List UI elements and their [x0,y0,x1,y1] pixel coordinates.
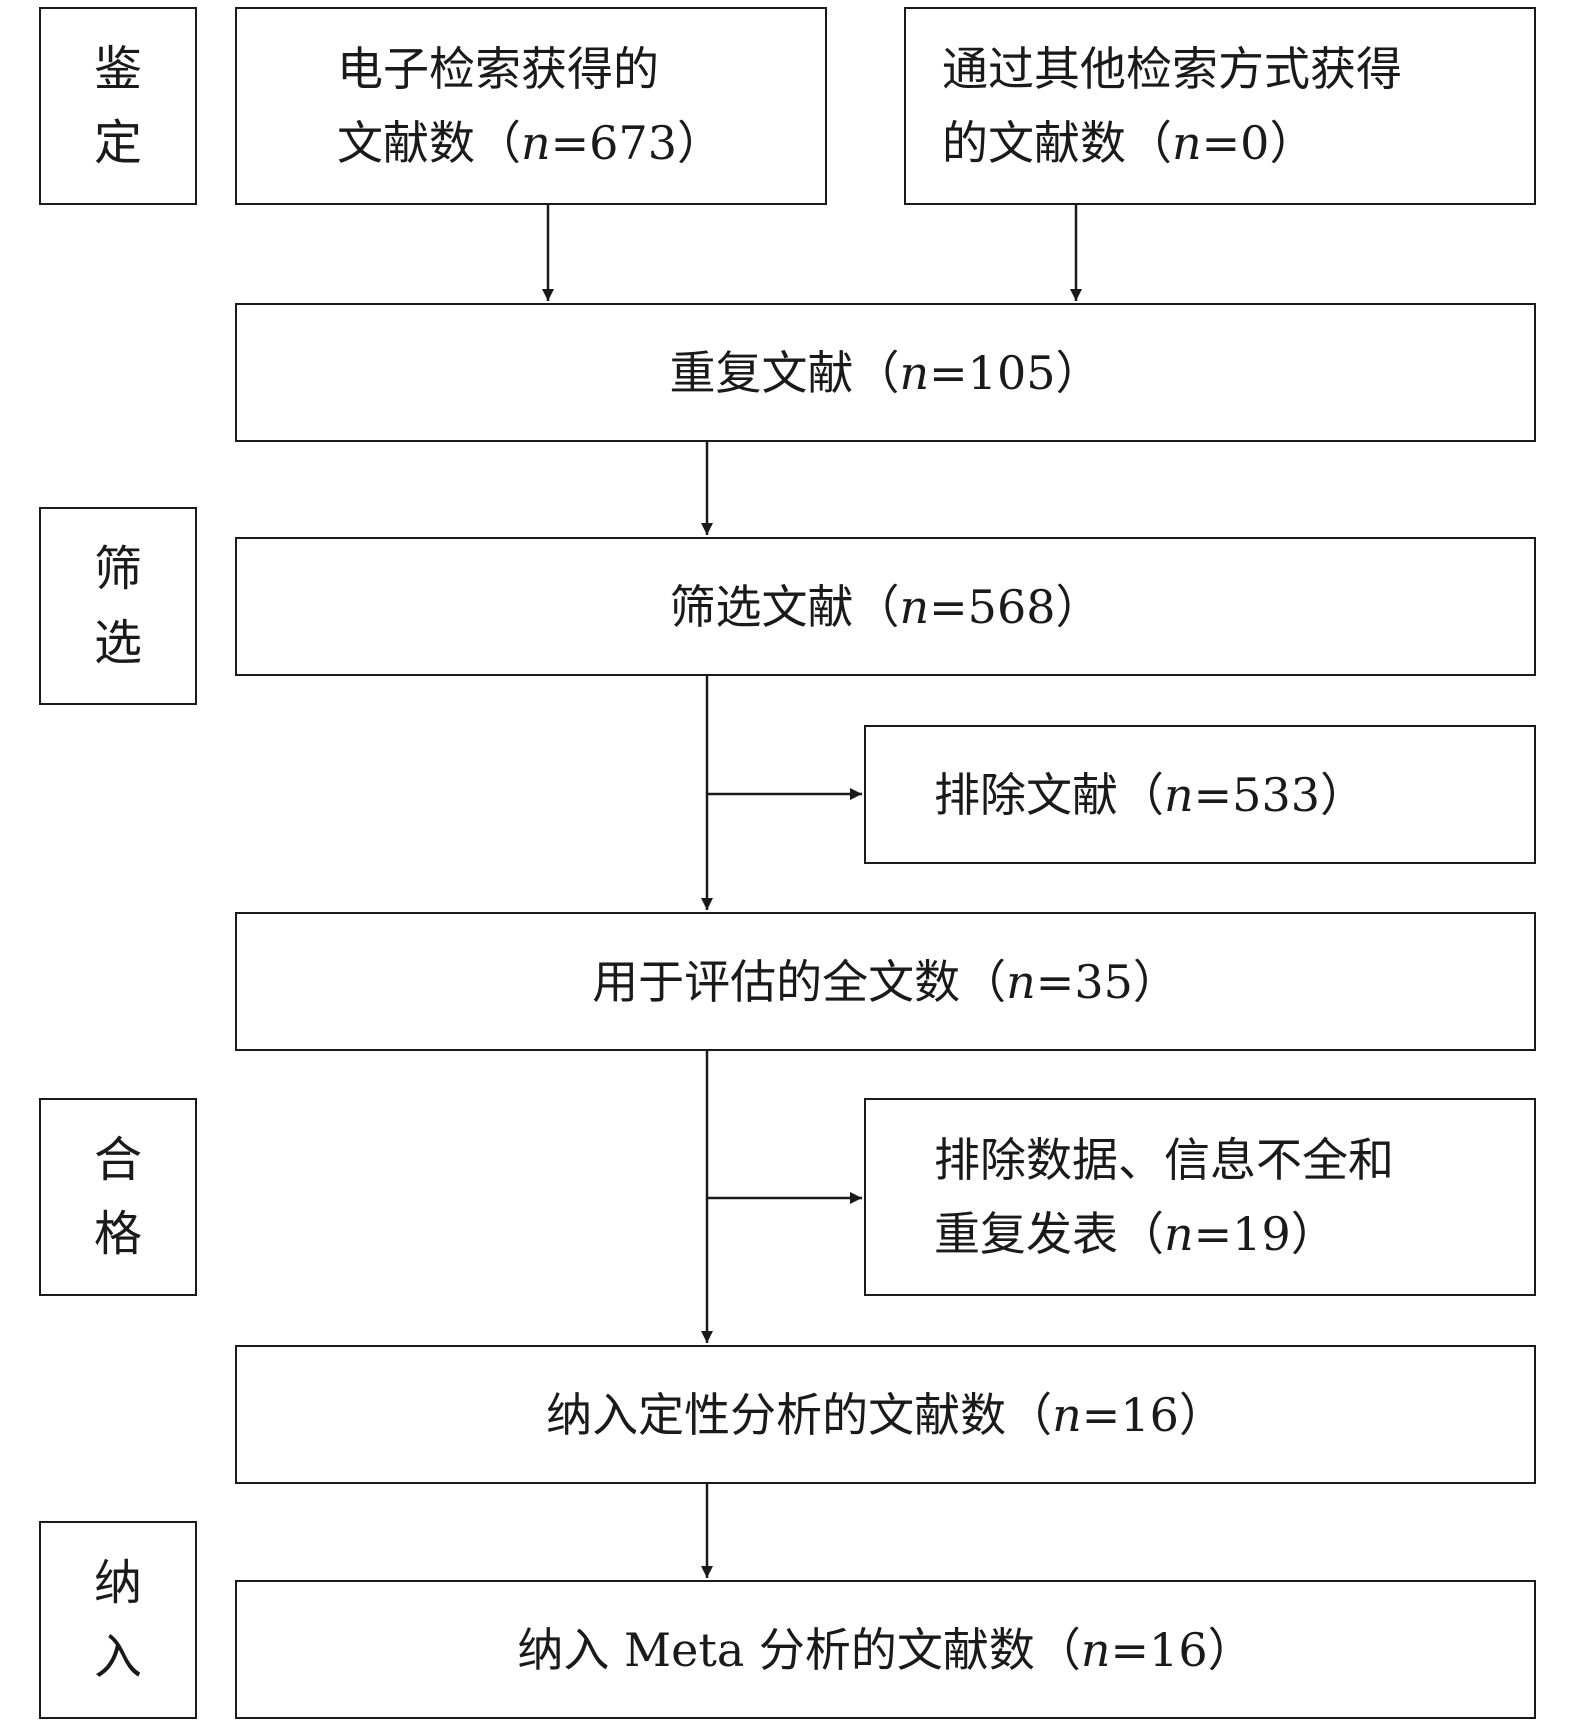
node-meta-suffix: ） [1207,1622,1254,1677]
stage-eligibility-label: 合格 [93,1132,142,1262]
node-excluded-fulltext-text: 排除数据、信息不全和 重复发表（n=19） [934,1123,1394,1271]
node-meta-text: 纳入 Meta 分析的文献数（n=16） [517,1613,1253,1687]
node-excluded-screen-value: =533 [1193,767,1320,822]
node-duplicates-suffix: ） [1055,345,1102,400]
node-excluded-fulltext: 排除数据、信息不全和 重复发表（n=19） [864,1098,1536,1296]
node-other-search-prefix: 的文献数（ [942,116,1172,170]
node-excluded-fulltext-value: =19 [1193,1207,1291,1261]
node-electronic-search: 电子检索获得的 文献数（n=673） [235,7,827,205]
stage-eligibility: 合格 [39,1098,197,1296]
stage-screening-label: 筛选 [93,541,142,671]
node-electronic-search-value: =673 [550,116,677,170]
node-excluded-fulltext-suffix: ） [1290,1207,1337,1261]
node-duplicates: 重复文献（n=105） [235,303,1536,442]
node-screened-n: n [899,579,930,634]
node-excluded-screen-prefix: 排除文献（ [934,767,1164,822]
stage-identification-label: 鉴定 [93,41,142,171]
node-other-search-value: =0 [1201,116,1270,170]
node-duplicates-prefix: 重复文献（ [669,345,900,400]
node-electronic-search-suffix: ） [676,116,723,170]
node-duplicates-n: n [899,345,930,400]
node-fulltext: 用于评估的全文数（n=35） [235,912,1536,1051]
node-other-search-n: n [1172,116,1202,170]
node-fulltext-text: 用于评估的全文数（n=35） [592,945,1179,1019]
node-other-search-line1: 通过其他检索方式获得 [942,42,1402,96]
node-other-search-line2: 的文献数（n=0） [942,106,1402,180]
node-qualitative-text: 纳入定性分析的文献数（n=16） [546,1378,1225,1452]
node-fulltext-value: =35 [1035,954,1133,1009]
node-screened-suffix: ） [1055,579,1102,634]
stage-identification: 鉴定 [39,7,197,205]
node-fulltext-suffix: ） [1132,954,1179,1009]
node-excluded-fulltext-n: n [1164,1207,1194,1261]
node-fulltext-n: n [1006,954,1036,1009]
node-duplicates-value: =105 [929,345,1056,400]
stage-included: 纳入 [39,1521,197,1719]
node-screened-prefix: 筛选文献（ [669,579,900,634]
node-qualitative-value: =16 [1081,1387,1179,1442]
node-electronic-search-line2: 文献数（n=673） [337,106,723,180]
node-excluded-fulltext-prefix: 重复发表（ [934,1207,1164,1261]
node-electronic-search-prefix: 文献数（ [337,116,521,170]
node-excluded-screen-n: n [1164,767,1194,822]
node-excluded-screen: 排除文献（n=533） [864,725,1536,864]
node-other-search-text: 通过其他检索方式获得 的文献数（n=0） [942,32,1402,180]
stage-screening: 筛选 [39,507,197,705]
node-excluded-fulltext-line2: 重复发表（n=19） [934,1197,1394,1271]
node-meta-value: =16 [1110,1622,1208,1677]
node-excluded-screen-text: 排除文献（n=533） [934,758,1366,832]
node-other-search-suffix: ） [1269,116,1316,170]
node-qualitative-n: n [1052,1387,1082,1442]
node-qualitative-prefix: 纳入定性分析的文献数（ [546,1387,1053,1442]
node-meta: 纳入 Meta 分析的文献数（n=16） [235,1580,1536,1719]
node-electronic-search-n: n [521,116,551,170]
node-fulltext-prefix: 用于评估的全文数（ [592,954,1007,1009]
node-excluded-fulltext-line1: 排除数据、信息不全和 [934,1133,1394,1187]
stage-included-label: 纳入 [93,1555,142,1685]
node-qualitative: 纳入定性分析的文献数（n=16） [235,1345,1536,1484]
node-meta-n: n [1080,1622,1111,1677]
node-screened-value: =568 [929,579,1056,634]
node-excluded-screen-suffix: ） [1319,767,1366,822]
node-qualitative-suffix: ） [1178,1387,1225,1442]
node-duplicates-text: 重复文献（n=105） [670,336,1102,410]
node-electronic-search-text: 电子检索获得的 文献数（n=673） [337,32,723,180]
node-meta-prefix: 纳入 Meta 分析的文献数（ [517,1622,1081,1677]
node-screened: 筛选文献（n=568） [235,537,1536,676]
node-electronic-search-line1: 电子检索获得的 [337,42,659,96]
node-screened-text: 筛选文献（n=568） [670,570,1102,644]
node-other-search: 通过其他检索方式获得 的文献数（n=0） [904,7,1536,205]
